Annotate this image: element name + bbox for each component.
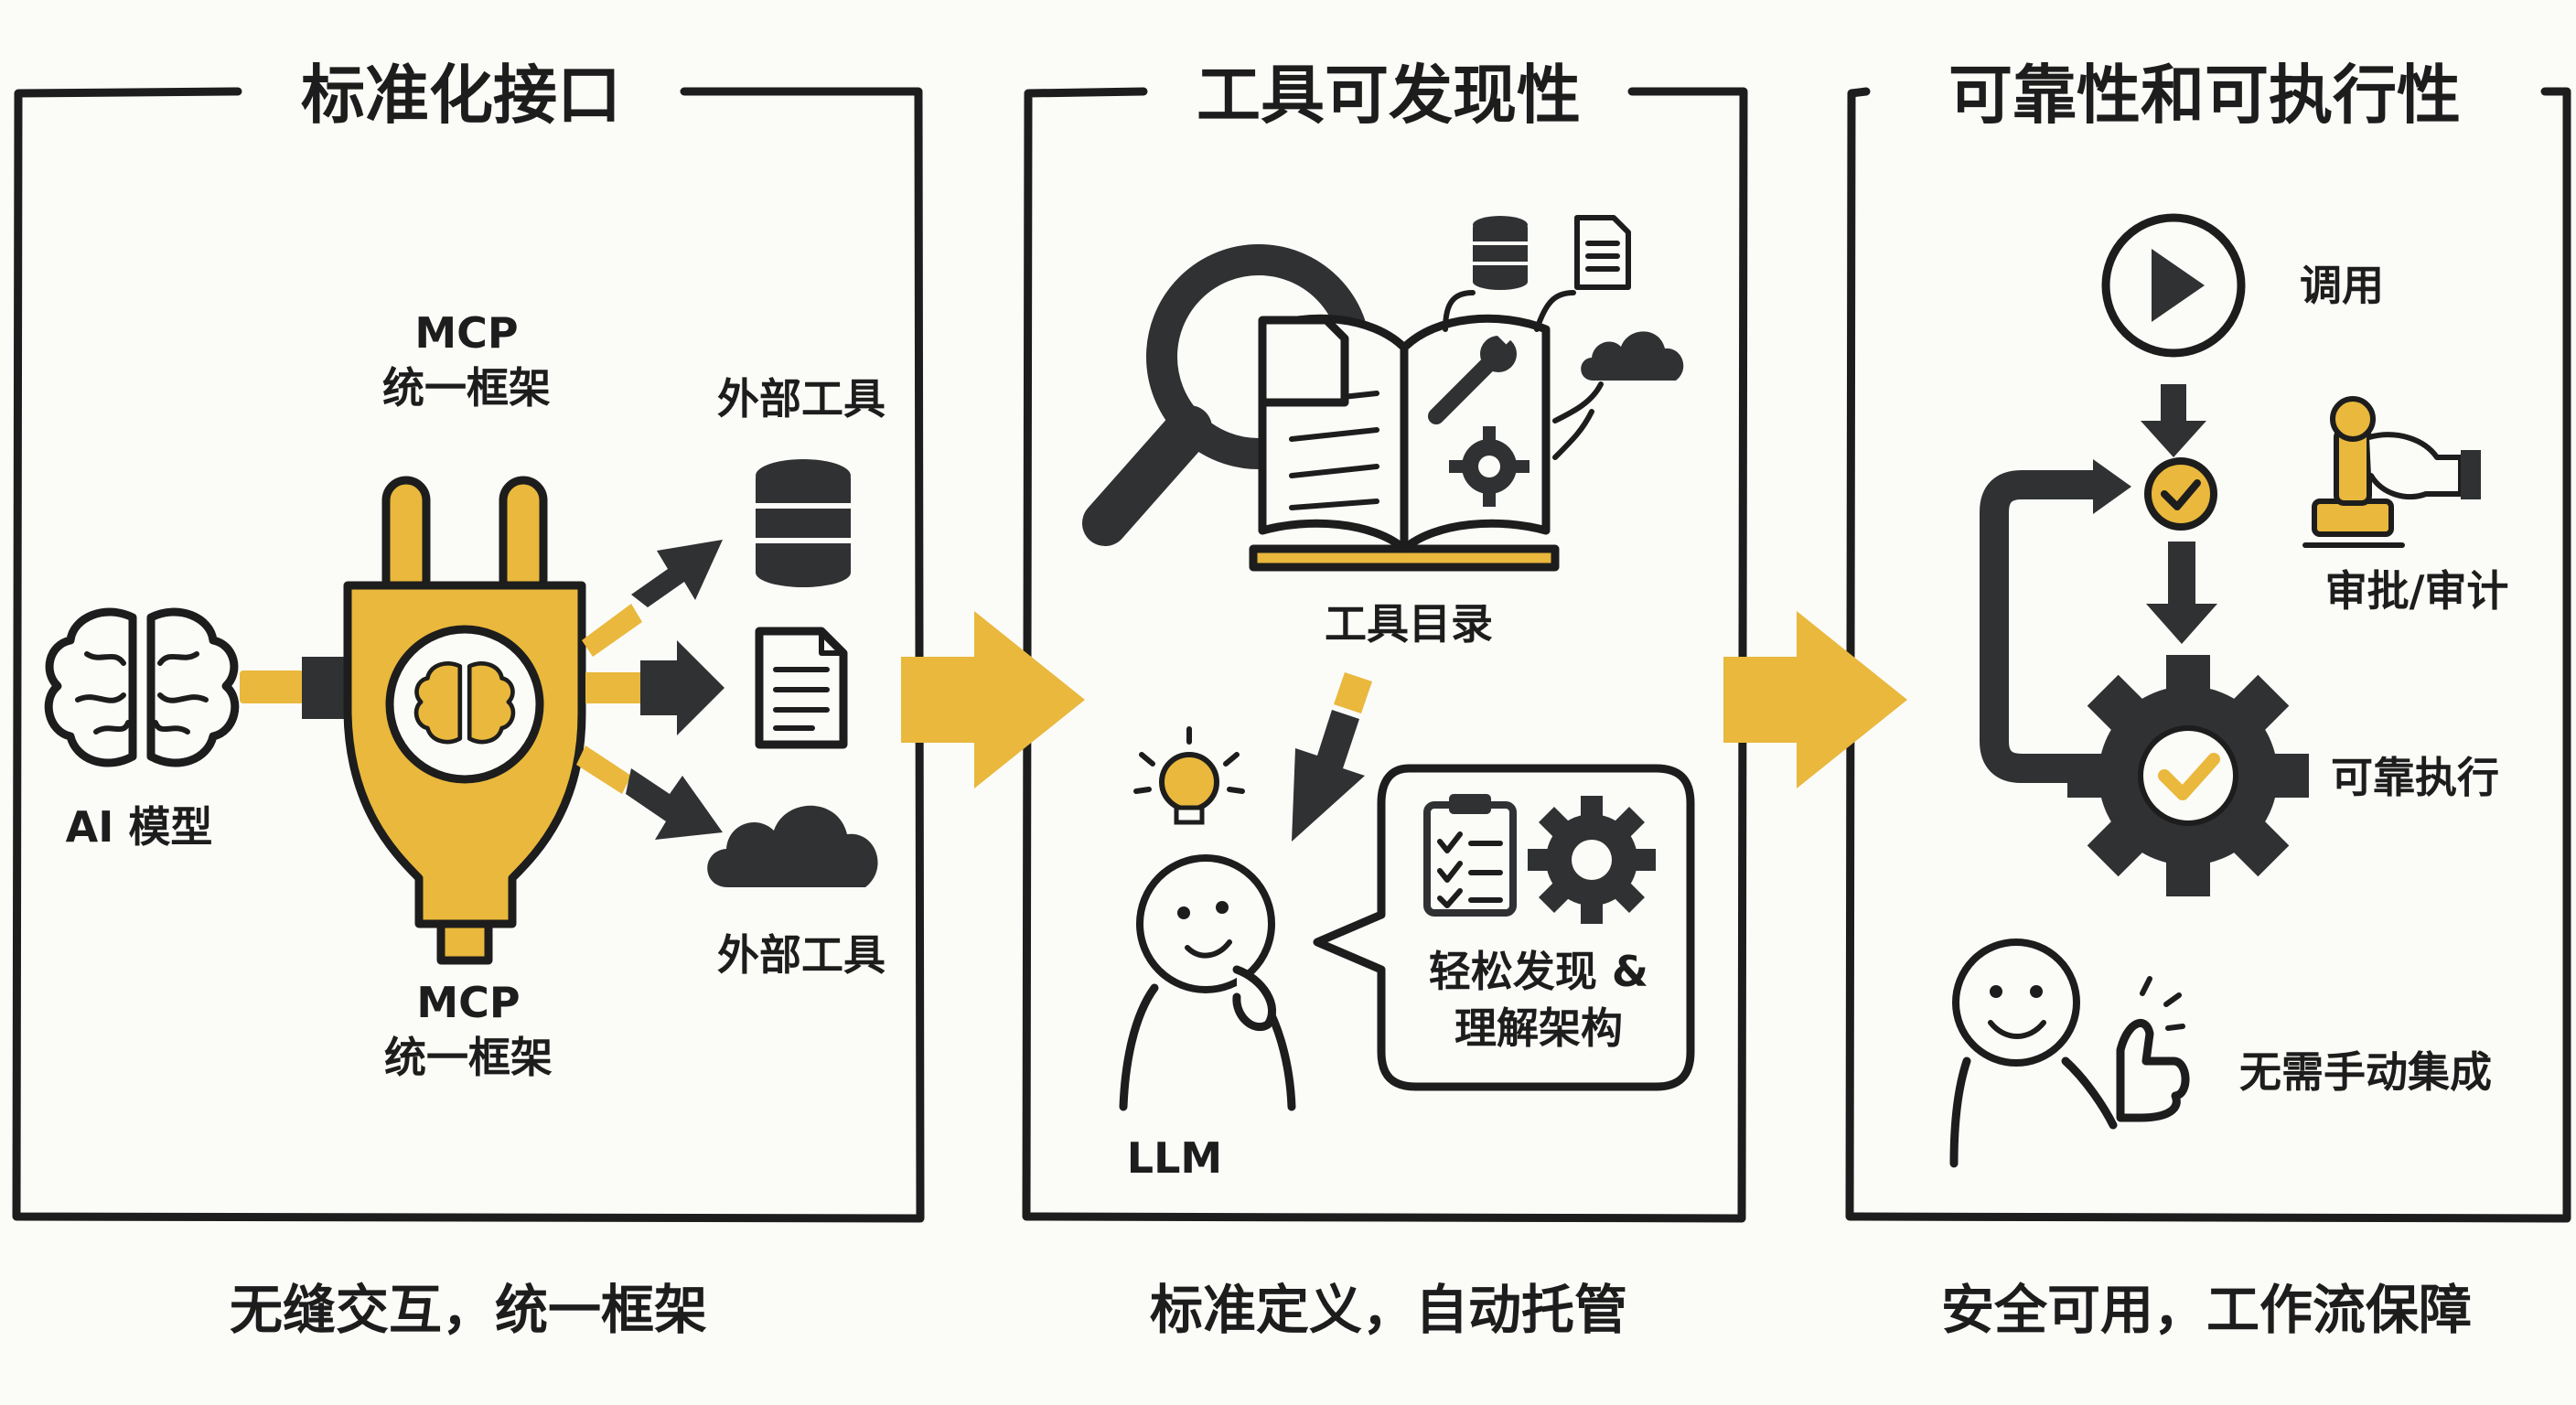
check-circle-icon bbox=[2144, 457, 2217, 531]
approve-audit-label: 审批/审计 bbox=[2325, 566, 2509, 616]
panel-2-title: 工具可发现性 bbox=[1197, 58, 1581, 133]
cloud-icon bbox=[707, 805, 878, 887]
catalog-database-icon bbox=[1473, 216, 1528, 290]
thumbs-up-person-icon bbox=[1949, 938, 2190, 1168]
invoke-label: 调用 bbox=[2300, 261, 2384, 310]
panel-3-frame bbox=[1845, 87, 2571, 1223]
panel-2-frame bbox=[1022, 87, 1748, 1223]
reliable-execution-label: 可靠执行 bbox=[2331, 753, 2499, 802]
document-icon bbox=[755, 627, 848, 749]
panel-2-caption: 标准定义，自动托管 bbox=[1150, 1279, 1627, 1341]
catalog-cloud-icon bbox=[1581, 331, 1684, 381]
loop-arrow bbox=[1980, 459, 2131, 783]
mcp-bottom-sublabel: 统一框架 bbox=[384, 1033, 553, 1082]
catalog-gear-icon bbox=[1449, 426, 1530, 507]
panel-3-caption: 安全可用，工作流保障 bbox=[1941, 1279, 2472, 1341]
mcp-bottom-label: MCP bbox=[416, 978, 520, 1027]
arrow-catalog-to-llm bbox=[1292, 672, 1372, 842]
catalog-arrows bbox=[1443, 290, 1604, 460]
bubble-text-line-2: 理解架构 bbox=[1454, 1003, 1623, 1053]
panel-1-caption: 无缝交互，统一框架 bbox=[230, 1279, 707, 1341]
ai-model-label: AI 模型 bbox=[66, 802, 213, 852]
play-icon bbox=[2101, 213, 2246, 358]
arrow-down-1 bbox=[2141, 384, 2206, 457]
flow-arrow-1 bbox=[901, 611, 1085, 788]
external-tool-top-label: 外部工具 bbox=[717, 374, 886, 424]
arrow-plug-to-cloud bbox=[576, 745, 723, 840]
mcp-top-label: MCP bbox=[414, 308, 518, 358]
arrow-plug-to-database bbox=[582, 540, 723, 657]
flow-arrow-2 bbox=[1723, 611, 1907, 788]
book-icon bbox=[1249, 314, 1560, 572]
plug-icon bbox=[343, 476, 586, 965]
catalog-document-icon bbox=[1574, 215, 1631, 290]
panel-1-frame bbox=[12, 87, 925, 1223]
plug-brain-icon bbox=[413, 660, 516, 745]
bubble-gear-icon bbox=[1528, 796, 1656, 924]
speech-bubble: 轻松发现 & 理解架构 bbox=[1313, 764, 1695, 1091]
arrow-down-2 bbox=[2146, 542, 2217, 644]
database-icon bbox=[756, 459, 851, 587]
mcp-top-sublabel: 统一框架 bbox=[382, 363, 551, 413]
lightbulb-icon bbox=[1133, 726, 1245, 825]
no-manual-integration-label: 无需手动集成 bbox=[2239, 1047, 2492, 1097]
llm-person-icon bbox=[1119, 854, 1296, 1111]
external-tool-bottom-label: 外部工具 bbox=[717, 930, 886, 980]
brain-icon bbox=[44, 607, 240, 767]
arrow-plug-to-document bbox=[585, 640, 724, 735]
tool-catalog-label: 工具目录 bbox=[1325, 599, 1493, 649]
panel-1-title: 标准化接口 bbox=[301, 58, 621, 133]
wrench-icon bbox=[1428, 323, 1517, 424]
llm-label: LLM bbox=[1127, 1133, 1222, 1183]
reliable-gear-icon bbox=[2067, 655, 2309, 896]
clipboard-checklist-icon bbox=[1423, 794, 1517, 917]
bubble-text-line-1: 轻松发现 & bbox=[1429, 947, 1648, 996]
panel-3-title: 可靠性和可执行性 bbox=[1948, 58, 2461, 133]
stamp-icon bbox=[2302, 396, 2481, 548]
